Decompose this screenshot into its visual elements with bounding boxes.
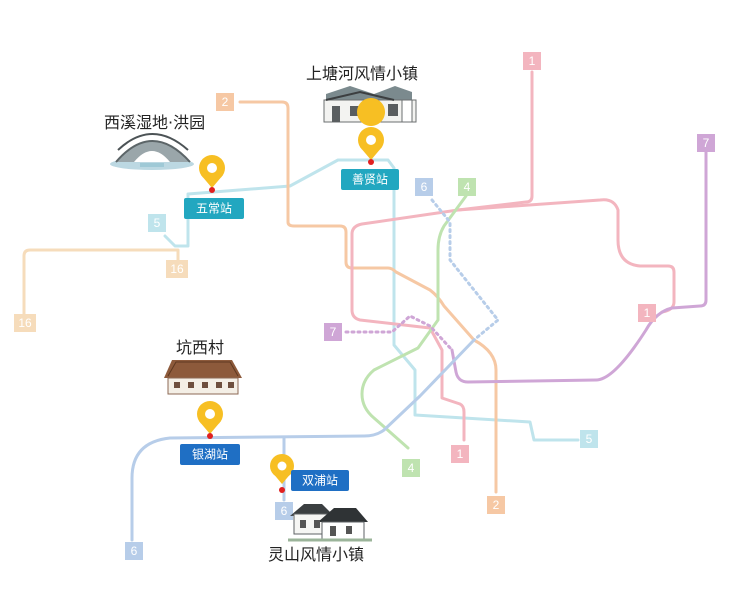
arch-bridge-icon (110, 133, 194, 170)
svg-text:善贤站: 善贤站 (352, 172, 388, 187)
station-badge-shuangpu[interactable]: 双浦站 (291, 470, 349, 491)
svg-text:4: 4 (464, 180, 471, 194)
place-title: 西溪湿地·洪园 (104, 113, 205, 132)
line-label-16-a: 16 (166, 260, 188, 278)
map-pin-icon (270, 454, 294, 493)
svg-text:4: 4 (408, 461, 415, 475)
line-label-2-top: 2 (216, 93, 234, 111)
line-label-2-bottom: 2 (487, 496, 505, 514)
metro-line-5 (163, 158, 580, 442)
place-lingshan: 灵山风情小镇 (268, 504, 372, 564)
place-title: 坑西村 (176, 338, 224, 357)
place-title: 灵山风情小镇 (268, 545, 364, 564)
line-label-6-top: 6 (415, 178, 433, 196)
place-title: 上塘河风情小镇 (306, 64, 418, 83)
svg-text:2: 2 (493, 498, 500, 512)
metro-line-7-planned (344, 314, 454, 352)
svg-text:双浦站: 双浦站 (302, 474, 338, 488)
svg-text:16: 16 (170, 262, 184, 276)
metro-line-6 (130, 338, 476, 542)
line-labels: 1 1 1 2 2 4 4 5 (14, 52, 715, 560)
svg-text:16: 16 (18, 316, 32, 330)
svg-text:7: 7 (330, 325, 337, 339)
line-label-1-top: 1 (523, 52, 541, 70)
svg-text:1: 1 (529, 54, 536, 68)
map-pin-icon (199, 155, 225, 193)
svg-text:1: 1 (644, 306, 651, 320)
svg-text:7: 7 (703, 136, 710, 150)
line-label-7-left: 7 (324, 323, 342, 341)
place-kengxi: 坑西村 (164, 338, 242, 395)
metro-line-4 (360, 194, 468, 450)
line-label-5-right: 5 (580, 430, 598, 448)
map-pin-icon (197, 401, 223, 439)
place-shantang: 上塘河风情小镇 善贤站 (306, 64, 418, 190)
svg-text:2: 2 (222, 95, 229, 109)
svg-text:6: 6 (131, 544, 138, 558)
line-label-16-b: 16 (14, 314, 36, 332)
map-pin-icon (357, 98, 386, 165)
place-xixi: 西溪湿地·洪园 (104, 113, 205, 170)
line-label-5-left: 5 (148, 214, 166, 232)
svg-text:6: 6 (421, 180, 428, 194)
house-icon (164, 360, 242, 395)
metro-line-1-east (456, 198, 676, 314)
metro-line-16 (22, 248, 180, 320)
line-label-7-right: 7 (697, 134, 715, 152)
svg-text:五常站: 五常站 (196, 202, 232, 216)
station-yinhu: 银湖站 (180, 401, 240, 465)
line-label-6-bottom: 6 (125, 542, 143, 560)
svg-text:5: 5 (586, 432, 593, 446)
svg-text:1: 1 (457, 447, 464, 461)
station-badge-yinhu[interactable]: 银湖站 (180, 444, 240, 465)
metro-line-2 (238, 100, 498, 494)
metro-line-7 (450, 150, 708, 384)
station-shuangpu: 双浦站 (270, 454, 349, 493)
line-label-4-top: 4 (458, 178, 476, 196)
station-badge-shanxian[interactable]: 善贤站 (341, 169, 399, 190)
metro-lines (22, 70, 708, 542)
svg-text:银湖站: 银湖站 (192, 447, 228, 462)
line-label-6-mid: 6 (275, 502, 293, 520)
line-label-4-bottom: 4 (402, 459, 420, 477)
svg-text:6: 6 (281, 504, 288, 518)
svg-text:5: 5 (154, 216, 161, 230)
metro-line-6-planned (430, 198, 500, 342)
line-label-1-right: 1 (638, 304, 656, 322)
station-badge-wuchang[interactable]: 五常站 (184, 198, 244, 219)
station-wuchang: 五常站 (184, 155, 244, 219)
village-icon (288, 504, 372, 542)
line-label-1-bottom: 1 (451, 445, 469, 463)
metro-line-1 (350, 70, 534, 442)
